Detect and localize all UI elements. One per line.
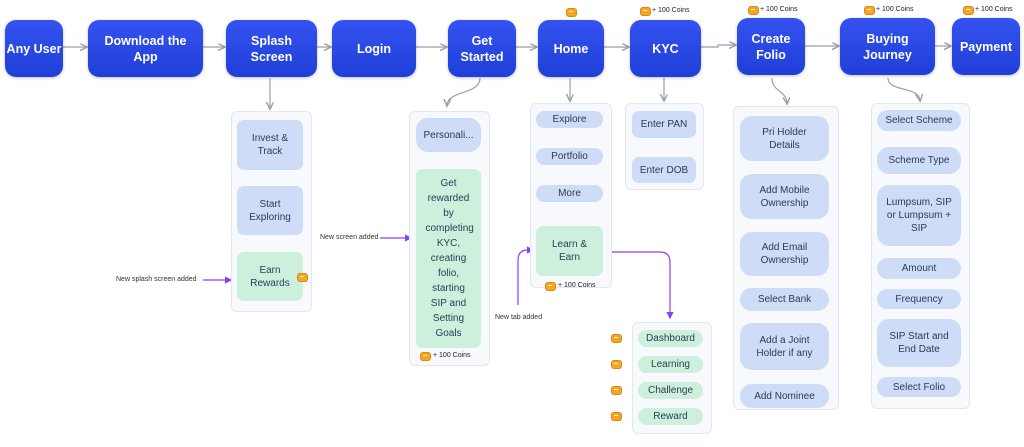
get-started-coin-icon (420, 352, 431, 361)
home-step: More (536, 185, 603, 202)
get-started-label: Get Started (460, 33, 504, 64)
buying-step: Frequency (877, 289, 961, 309)
learn-coin-icon (545, 282, 556, 291)
get-started-node: Get Started (448, 20, 516, 77)
home-step: Portfolio (536, 148, 603, 165)
buying-step: Lumpsum, SIP or Lumpsum + SIP (877, 185, 961, 246)
kyc-step: Enter DOB (632, 157, 696, 183)
kyc-node: KYC (630, 20, 701, 77)
any-user-node: Any User (5, 20, 63, 77)
login-label: Login (356, 41, 391, 56)
home-step: Explore (536, 111, 603, 128)
tab-annotation: New tab added (495, 314, 543, 321)
folio-coin-icon (748, 6, 759, 15)
buying-step: Select Scheme (877, 110, 961, 131)
learn-tab: Dashboard (638, 330, 703, 347)
splash-step-new: Earn Rewards (237, 252, 303, 301)
learn-coins-label: + 100 Coins (558, 282, 596, 289)
get-started-step: Personali... (416, 118, 481, 152)
challenge-coin-icon (611, 386, 622, 395)
buying-step: Amount (877, 258, 961, 279)
payment-node: Payment (952, 18, 1020, 75)
home-coin-icon (566, 8, 577, 17)
buying-step: Scheme Type (877, 147, 961, 174)
payment-coin-icon (963, 6, 974, 15)
learn-tab: Challenge (638, 382, 703, 399)
learning-coin-icon (611, 360, 622, 369)
kyc-coin-icon (640, 7, 651, 16)
get-started-coins-label: + 100 Coins (433, 352, 471, 359)
get-started-step-new: Get rewarded by completing KYC, creating… (416, 169, 481, 348)
folio-step: Pri Holder Details (740, 116, 829, 161)
any-user-label: Any User (6, 41, 62, 56)
dashboard-coin-icon (611, 334, 622, 343)
buying-coins-label: + 100 Coins (876, 6, 914, 13)
folio-coins-label: + 100 Coins (760, 6, 798, 13)
buying-step: Select Folio (877, 377, 961, 397)
rewards-coin-icon (297, 273, 308, 282)
download-app-label: Download the App (104, 33, 187, 64)
screen-annotation: New screen added (320, 234, 379, 241)
buying-journey-node: Buying Journey (840, 18, 935, 75)
create-folio-node: Create Folio (737, 18, 805, 75)
login-node: Login (332, 20, 416, 77)
splash-step: Invest & Track (237, 120, 303, 170)
kyc-step: Enter PAN (632, 111, 696, 138)
folio-step: Add a Joint Holder if any (740, 323, 829, 370)
folio-step: Add Mobile Ownership (740, 174, 829, 219)
home-node: Home (538, 20, 604, 77)
splash-step: Start Exploring (237, 186, 303, 235)
kyc-label: KYC (652, 41, 679, 56)
learn-tab: Learning (638, 356, 703, 373)
create-folio-label: Create Folio (751, 31, 791, 62)
buying-journey-label: Buying Journey (863, 31, 912, 62)
annotation-arrows (203, 234, 674, 320)
folio-step: Add Nominee (740, 384, 829, 408)
payment-coins-label: + 100 Coins (975, 6, 1013, 13)
folio-step: Select Bank (740, 288, 829, 311)
splash-annotation: New splash screen added (116, 276, 197, 283)
payment-label: Payment (959, 39, 1013, 54)
reward-coin-icon (611, 412, 622, 421)
buying-step: SIP Start and End Date (877, 319, 961, 367)
buying-coin-icon (864, 6, 875, 15)
home-label: Home (553, 41, 589, 56)
folio-step: Add Email Ownership (740, 232, 829, 276)
kyc-coins-label: + 100 Coins (652, 7, 690, 14)
splash-screen-node: Splash Screen (226, 20, 317, 77)
splash-screen-label: Splash Screen (250, 33, 293, 64)
learn-tab: Reward (638, 408, 703, 425)
home-step-new: Learn & Earn (536, 226, 603, 276)
download-app-node: Download the App (88, 20, 203, 77)
